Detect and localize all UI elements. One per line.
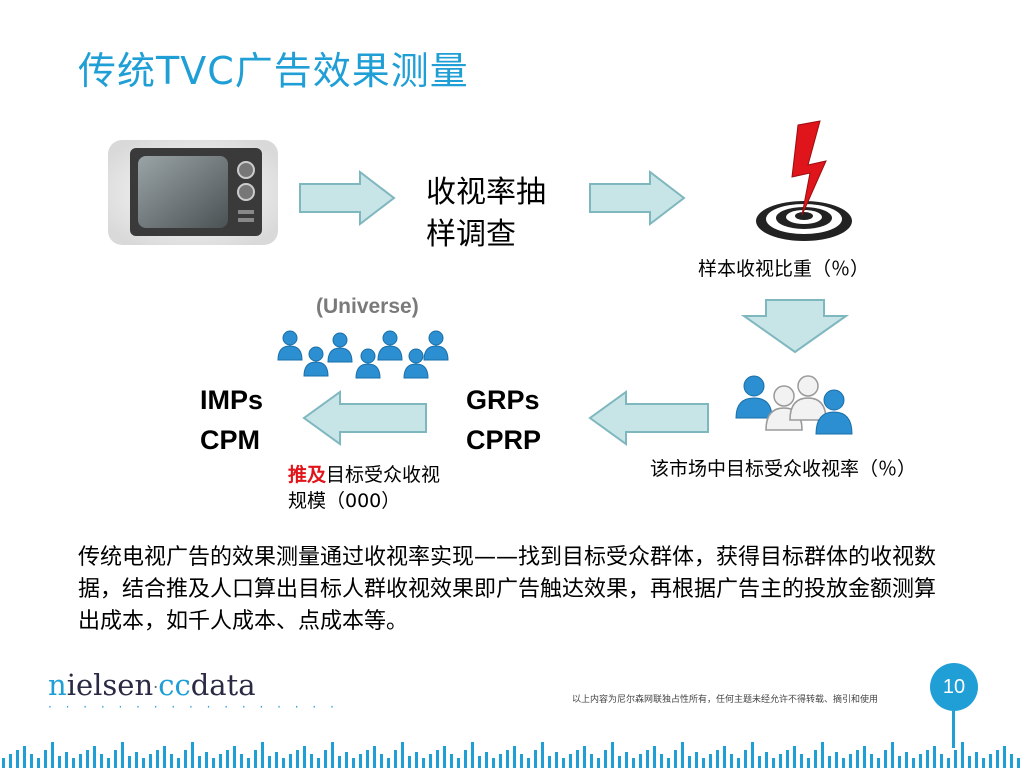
survey-label-line1: 收视率抽: [426, 175, 546, 210]
arrow-down: [740, 299, 850, 354]
cpm-label: CPM: [200, 425, 260, 455]
grps-label: GRPs: [466, 385, 540, 415]
imps-label: IMPs: [200, 385, 264, 415]
tv-icon: [108, 140, 278, 245]
arrow-left-2: [302, 390, 427, 446]
reach-prefix: 推及: [288, 464, 327, 486]
page-number-stem: [952, 711, 955, 748]
survey-label: 收视率抽 样调查: [426, 172, 546, 256]
copyright-footnote: 以上内容为尼尔森网联独占性所有，任何主题未经允许不得转载、摘引和使用: [572, 695, 879, 705]
arrow-right-1: [299, 170, 396, 226]
nielsen-ccdata-logo: nielsen·ccdata: [48, 668, 256, 702]
arrow-left-1: [588, 390, 709, 446]
target-bolt-icon: [740, 115, 868, 257]
people-crowd-icon: [276, 326, 454, 394]
universe-label: (Universe): [316, 295, 419, 318]
page-title: 传统TVC广告效果测量: [78, 49, 469, 93]
reach-rest-line1: 目标受众收视: [326, 464, 441, 486]
survey-label-line2: 样调查: [426, 217, 516, 252]
grps-cprp-block: GRPs CPRP: [466, 380, 541, 460]
logo-dots: · · · · · · · · · · · · · · · · ·: [48, 700, 339, 714]
arrow-right-2: [589, 170, 686, 226]
body-paragraph: 传统电视广告的效果测量通过收视率实现——找到目标受众群体，获得目标群体的收视数据…: [78, 545, 937, 634]
people-group-icon: [734, 372, 858, 442]
cprp-label: CPRP: [466, 425, 542, 455]
target-rating-label: 该市场中目标受众收视率（％）: [650, 458, 917, 480]
bottom-bar-pattern: [2, 742, 1020, 768]
reach-label: 推及目标受众收视 规模（000）: [288, 462, 440, 514]
reach-line2: 规模（000）: [288, 490, 401, 512]
page-number: 10: [930, 663, 978, 711]
imps-cpm-block: IMPs CPM: [200, 380, 263, 460]
sample-share-label: 样本收视比重（％）: [698, 258, 870, 280]
